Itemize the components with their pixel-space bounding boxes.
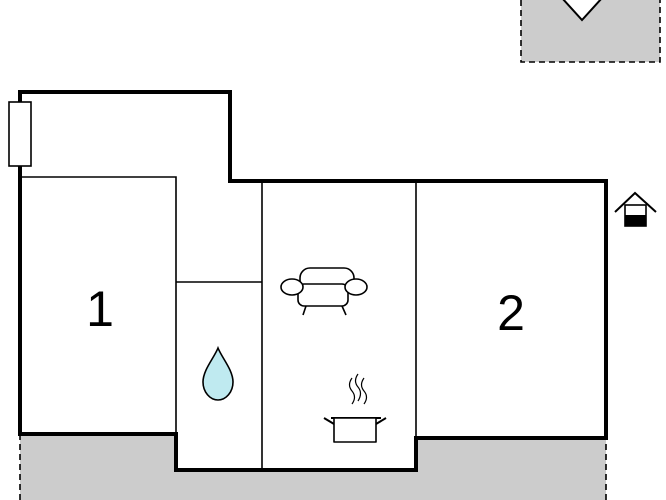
room-label-1: 1 [86, 281, 114, 337]
entrance-arrow-icon [562, 0, 602, 22]
room-label-2: 2 [497, 285, 525, 341]
fireplace-icon [8, 101, 32, 167]
terrace-bottom [19, 433, 607, 500]
door-icon [614, 191, 657, 227]
sofa-icon [280, 267, 368, 316]
inner-walls [20, 176, 417, 470]
kitchen-pot-icon [323, 373, 387, 443]
bathroom-drop-icon [202, 345, 234, 401]
